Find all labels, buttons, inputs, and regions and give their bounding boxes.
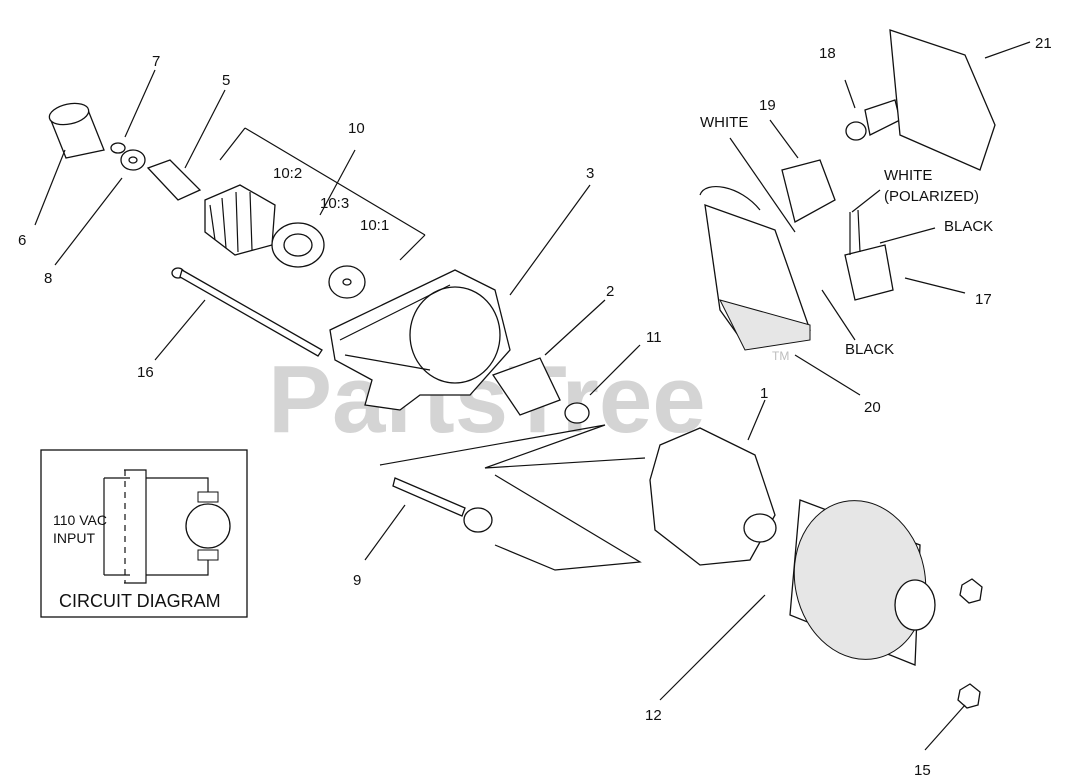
callout-16: 16: [137, 364, 154, 381]
part-10-1-washer: [328, 265, 366, 299]
part-10-2-gear-cap: [204, 184, 276, 256]
part-20-switch: [699, 186, 811, 351]
wire-label-white: WHITE: [700, 114, 748, 131]
wire-label-white-polarized-2: (POLARIZED): [884, 188, 979, 205]
callout-9: 9: [353, 572, 361, 589]
callout-17: 17: [975, 291, 992, 308]
callout-12: 12: [645, 707, 662, 724]
callout-3: 3: [586, 165, 594, 182]
callout-8: 8: [44, 270, 52, 287]
callout-2: 2: [606, 283, 614, 300]
part-16-bolt: [171, 267, 323, 357]
callout-11: 11: [646, 329, 662, 346]
callout-7: 7: [152, 53, 160, 70]
part-8-washer: [120, 149, 146, 171]
part-6-cap: [48, 102, 105, 159]
callout-1: 1: [760, 385, 768, 402]
circuit-input-line1: 110 VAC: [53, 512, 107, 528]
part-18-bulb: [845, 99, 901, 141]
callout-6: 6: [18, 232, 26, 249]
wire-label-white-polarized-1: WHITE: [884, 167, 932, 184]
part-10-3-ring: [271, 222, 325, 268]
callout-5: 5: [222, 72, 230, 89]
part-19-connector: [781, 159, 836, 223]
callout-10-1: 10:1: [360, 217, 389, 234]
callout-18: 18: [819, 45, 836, 62]
callout-10-3: 10:3: [320, 195, 349, 212]
leader-lines: [34, 41, 1031, 751]
callout-15: 15: [914, 762, 931, 779]
callout-10: 10: [348, 120, 365, 137]
part-15-nut: [957, 683, 981, 709]
circuit-title: CIRCUIT DIAGRAM: [59, 591, 221, 611]
part-17-plug: [844, 209, 894, 301]
part-21-cover: [889, 29, 996, 171]
wire-label-black-bottom: BLACK: [845, 341, 894, 358]
part-9-shaft: [392, 477, 493, 533]
part-2-sleeve: [491, 357, 561, 416]
part-7-ring: [110, 142, 126, 154]
callout-10-2: 10:2: [273, 165, 302, 182]
circuit-diagram: 110 VAC INPUT CIRCUIT DIAGRAM: [40, 449, 248, 618]
part-12-nut: [959, 578, 983, 604]
part-11-bushing: [564, 402, 590, 424]
guide-lines: [219, 127, 646, 571]
part-12-motor: [789, 499, 936, 666]
watermark-tm: TM: [772, 349, 789, 363]
part-1-motor-head: [649, 427, 777, 566]
callout-20: 20: [864, 399, 881, 416]
circuit-input-line2: INPUT: [53, 530, 95, 546]
callout-19: 19: [759, 97, 776, 114]
part-5-sleeve: [146, 159, 202, 201]
callout-21: 21: [1035, 35, 1052, 52]
wire-label-black-top: BLACK: [944, 218, 993, 235]
part-3-housing: [329, 269, 511, 411]
